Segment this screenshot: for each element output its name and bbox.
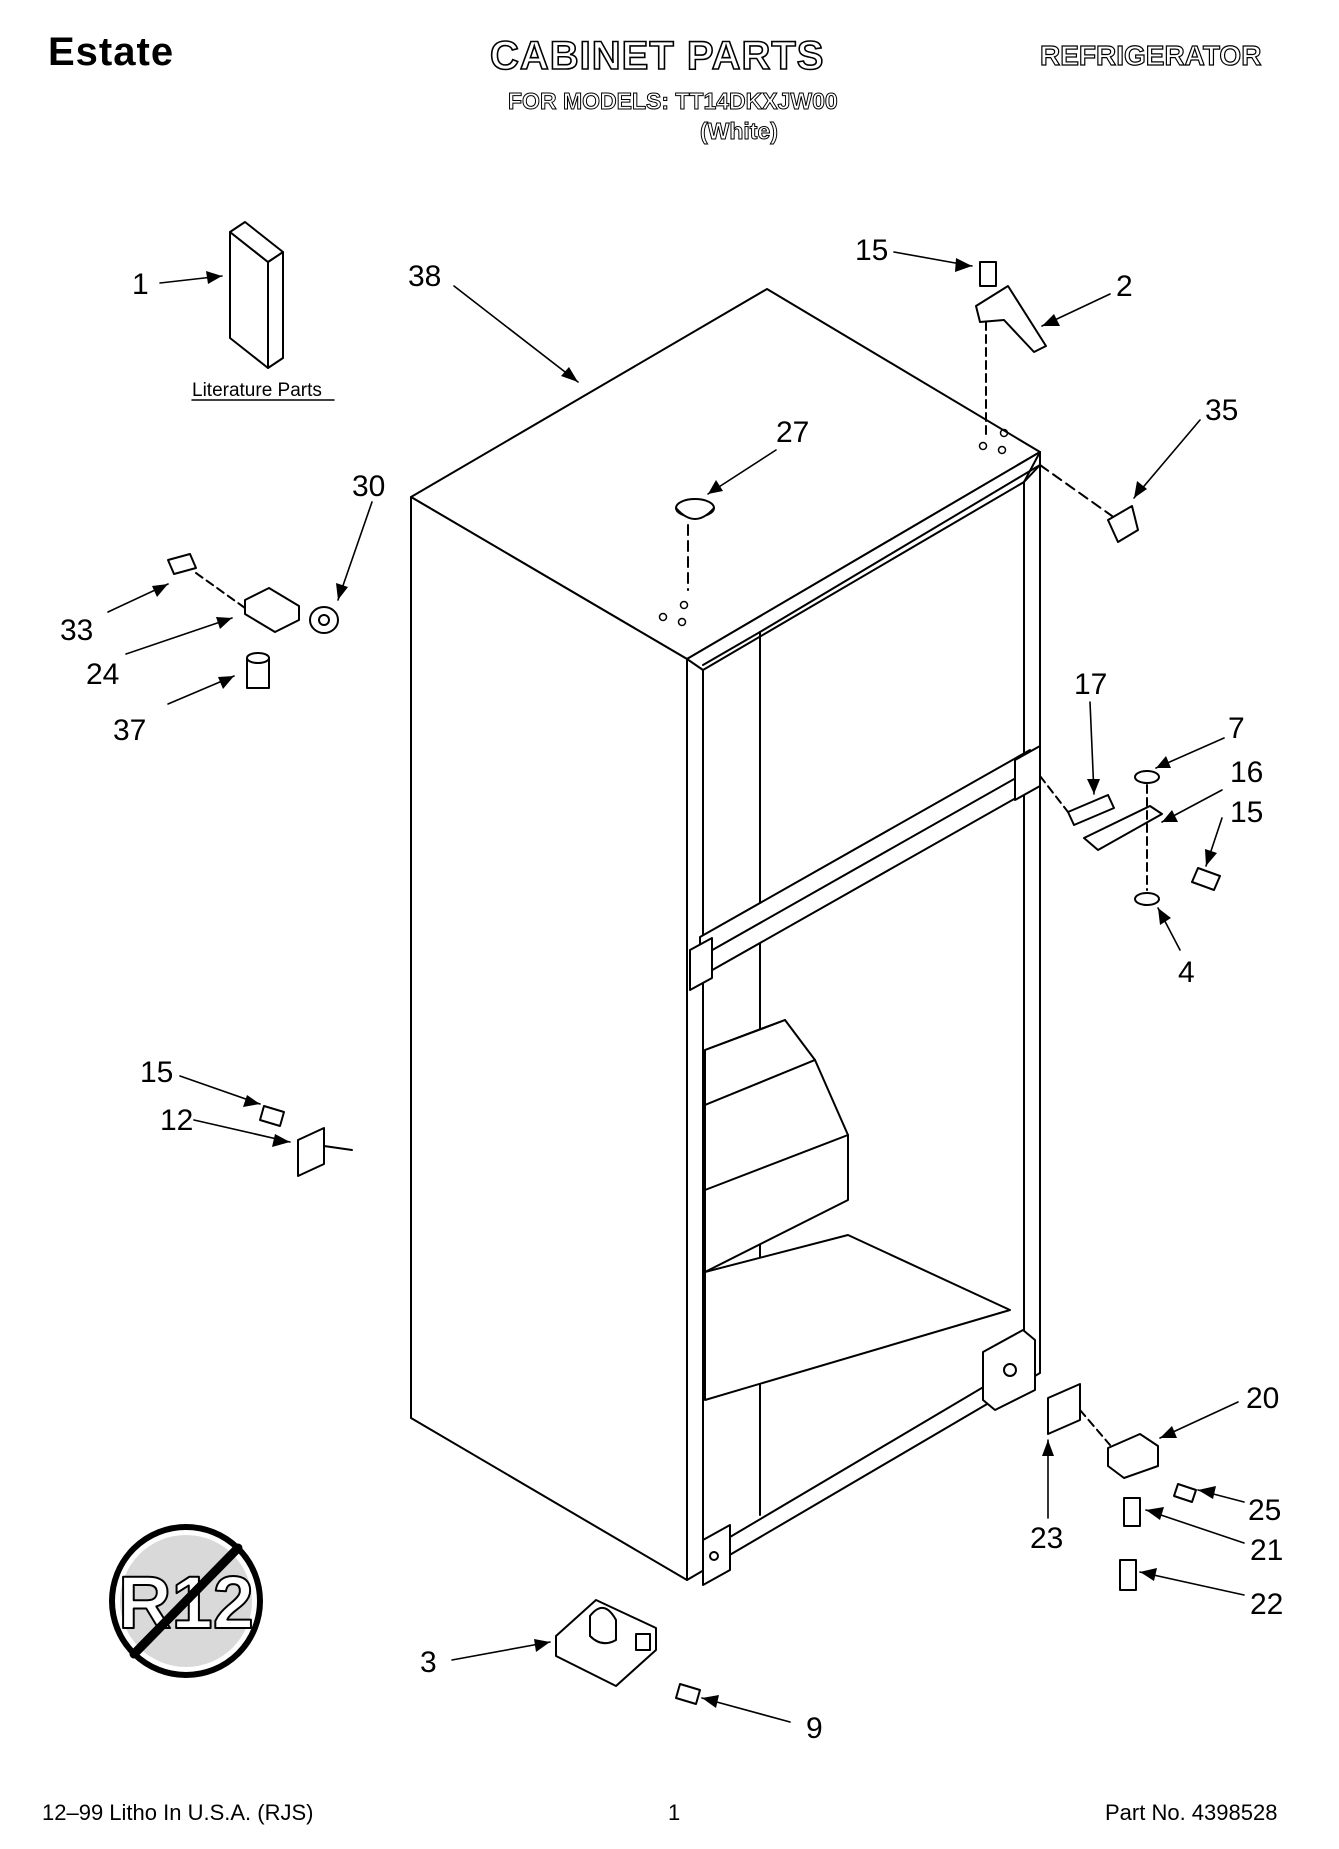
color-note: (White) [700, 118, 779, 145]
callout-number: 37 [113, 714, 146, 747]
callout-number: 2 [1116, 270, 1133, 303]
middle-hinge-part [1039, 770, 1221, 906]
top-hinge-bracket-part [975, 261, 1047, 436]
callout-number: 30 [352, 470, 385, 503]
footer-page-number: 1 [668, 1800, 681, 1825]
footer-part-number: Part No. 4398528 [1105, 1800, 1278, 1825]
callout-number: 38 [408, 260, 441, 293]
callout-number: 9 [806, 1712, 823, 1745]
appliance-type: REFRIGERATOR [1039, 39, 1262, 71]
lower-hinge-parts [1047, 1383, 1197, 1591]
callout-number: 16 [1230, 756, 1263, 789]
callout-number: 22 [1250, 1588, 1283, 1621]
callout-number: 27 [776, 416, 809, 449]
hinge-cap-part [675, 498, 715, 591]
door-stop-part [259, 1105, 353, 1177]
ice-compartment [704, 1019, 1011, 1401]
callout-number: 35 [1205, 394, 1238, 427]
callout-numbers: 1 38 15 2 35 27 30 33 24 37 17 7 16 15 4… [60, 234, 1283, 1745]
callout-number: 7 [1228, 712, 1245, 745]
callout-number: 12 [160, 1104, 193, 1137]
hinge-cover-part [1039, 464, 1139, 543]
callout-number: 20 [1246, 1382, 1279, 1415]
callout-number: 23 [1030, 1522, 1063, 1555]
shelf-rail [689, 745, 1041, 991]
literature-label: Literature Parts [192, 380, 322, 401]
model-line: FOR MODELS: TT14DKXJW00 [508, 88, 839, 115]
callout-number: 21 [1250, 1534, 1283, 1567]
r12-logo-text: R12 [118, 1561, 254, 1644]
r12-prohibited-icon: R12 [109, 1524, 263, 1678]
leveling-assembly-part [167, 553, 339, 689]
page-title: CABINET PARTS [489, 33, 825, 79]
callout-number: 24 [86, 658, 119, 691]
leader-arrowheads [152, 258, 1217, 1708]
callout-number: 4 [1178, 956, 1195, 989]
cabinet-top-holes [658, 428, 1009, 627]
callout-number: 15 [140, 1056, 173, 1089]
callout-number: 25 [1248, 1494, 1281, 1527]
bottom-hinge-bracket [702, 1329, 1036, 1586]
callout-number: 15 [855, 234, 888, 267]
roller-assembly-part [555, 1599, 701, 1705]
callout-number: 3 [420, 1646, 437, 1679]
footer-litho: 12–99 Litho In U.S.A. (RJS) [42, 1800, 314, 1825]
callout-number: 15 [1230, 796, 1263, 829]
callout-number: 17 [1074, 668, 1107, 701]
callout-number: 33 [60, 614, 93, 647]
callout-number: 1 [132, 268, 149, 301]
literature-booklet-icon [229, 221, 284, 369]
brand-logo: Estate [48, 30, 175, 74]
